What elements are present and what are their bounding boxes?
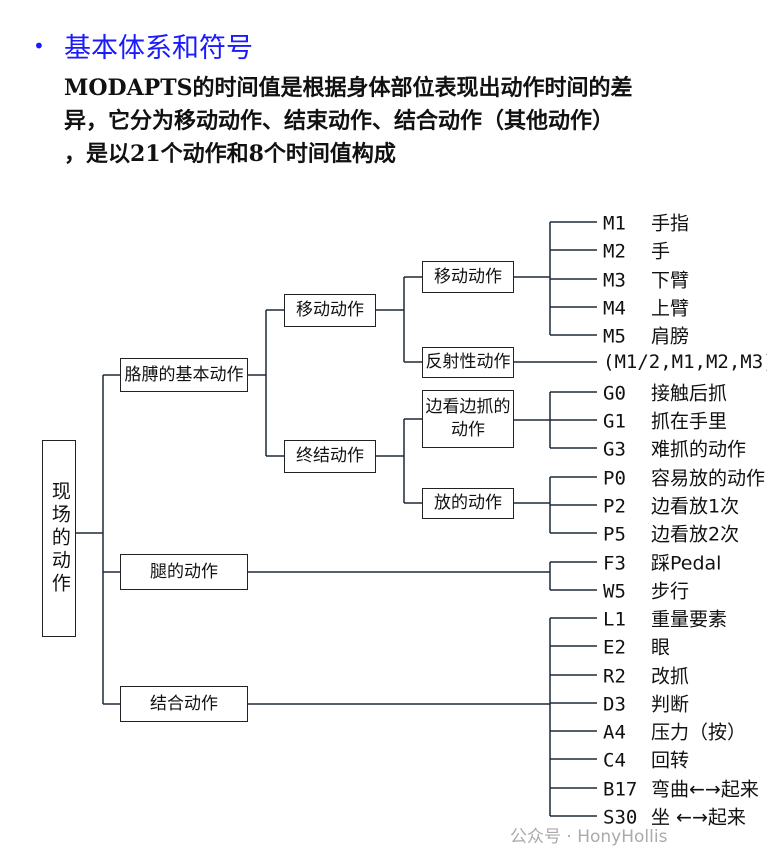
leaf-code: F3 (603, 552, 626, 575)
leaf-label: 接触后抓 (651, 382, 728, 405)
leaf-item: M5 肩膀 (603, 322, 689, 349)
leaf-item: G1 抓在手里 (603, 407, 727, 434)
leaf-label: 弯曲←→起来 (651, 778, 759, 801)
leaf-code: P0 (603, 467, 626, 490)
node-reflex: 反射性动作 (422, 347, 514, 378)
leaf-item: E2 眼 (603, 633, 670, 660)
leaf-code: M1 (603, 212, 626, 235)
paragraph-line: MODAPTS的时间值是根据身体部位表现出动作时间的差 (64, 75, 633, 101)
leaf-code: E2 (603, 636, 626, 659)
leaf-code: S30 (603, 806, 638, 829)
leaf-item: B17 弯曲←→起来 (603, 775, 759, 802)
leaf-code: D3 (603, 693, 626, 716)
leaf-code: G1 (603, 410, 626, 433)
leaf-code: P5 (603, 523, 626, 546)
leaf-code: L1 (603, 608, 626, 631)
paragraph-line: ，是以21个动作和8个时间值构成 (64, 141, 396, 167)
leaf-item: G3 难抓的动作 (603, 435, 746, 462)
leaf-item: S30 坐 ←→起来 (603, 803, 746, 830)
leaf-label: 重量要素 (651, 608, 728, 631)
node-grasp: 边看边抓的动作 (422, 390, 514, 448)
leaf-label: 手指 (651, 212, 690, 235)
leaf-code: A4 (603, 721, 626, 744)
leaf-label: 坐 ←→起来 (651, 806, 746, 829)
watermark: 公众号 · HonyHollis (510, 827, 668, 847)
node-move-sub: 移动动作 (422, 261, 514, 293)
leaf-code: (M1/2,M1,M2,M3) (603, 351, 767, 373)
node-terminal: 终结动作 (284, 440, 376, 473)
leaf-code: M5 (603, 325, 626, 348)
node-move: 移动动作 (284, 294, 376, 327)
leaf-code: G0 (603, 382, 626, 405)
leaf-item: R2 改抓 (603, 662, 689, 689)
slide-title: 基本体系和符号 (64, 33, 253, 64)
leaf-item: M1 手指 (603, 209, 689, 236)
leaf-code: M3 (603, 269, 626, 292)
leaf-label: 判断 (651, 693, 690, 716)
leaf-label: 手 (651, 240, 671, 263)
leaf-label: 改抓 (651, 665, 690, 688)
leaf-label: 步行 (651, 580, 690, 603)
leaf-label: 眼 (651, 636, 671, 659)
leaf-code: P2 (603, 495, 626, 518)
leaf-label: 边看放1次 (651, 495, 740, 518)
leaf-item: M2 手 (603, 237, 670, 264)
leaf-item: W5 步行 (603, 577, 689, 604)
leaf-label: 回转 (651, 749, 690, 772)
leaf-item: C4 回转 (603, 746, 689, 773)
leaf-code: G3 (603, 438, 626, 461)
leaf-item: M3 下臂 (603, 266, 689, 293)
leaf-code: C4 (603, 749, 626, 772)
leaf-code: B17 (603, 778, 638, 801)
leaf-label: 难抓的动作 (651, 438, 747, 461)
leaf-label: 压力（按） (651, 721, 747, 744)
paragraph-line: 异，它分为移动动作、结束动作、结合动作（其他动作） (64, 108, 615, 134)
node-place: 放的动作 (422, 488, 514, 519)
leaf-item: A4 压力（按） (603, 718, 746, 745)
bullet-icon: • (33, 34, 45, 58)
leaf-label: 下臂 (651, 269, 690, 292)
leaf-code: R2 (603, 665, 626, 688)
node-combined: 结合动作 (120, 686, 248, 722)
leaf-item: G0 接触后抓 (603, 379, 727, 406)
leaf-label: 容易放的动作 (651, 467, 766, 490)
leaf-label: 上臂 (651, 297, 690, 320)
leaf-label: 抓在手里 (651, 410, 728, 433)
node-arm-basic: 胳膊的基本动作 (120, 358, 248, 392)
leaf-label: 肩膀 (651, 325, 690, 348)
leaf-item: F3 踩Pedal (603, 549, 721, 576)
leaf-item: D3 判断 (603, 690, 689, 717)
leaf-code: M4 (603, 297, 626, 320)
root-node: 现场的动作 (42, 440, 76, 637)
leaf-label: 踩Pedal (651, 552, 722, 575)
leaf-item: P0 容易放的动作 (603, 464, 765, 491)
leaf-label: 边看放2次 (651, 523, 740, 546)
leaf-item: (M1/2,M1,M2,M3) (603, 351, 767, 373)
leaf-item: M4 上臂 (603, 294, 689, 321)
leaf-item: L1 重量要素 (603, 605, 727, 632)
leaf-code: M2 (603, 240, 626, 263)
node-leg: 腿的动作 (120, 554, 248, 590)
leaf-code: W5 (603, 580, 626, 603)
leaf-item: P2 边看放1次 (603, 492, 739, 519)
leaf-item: P5 边看放2次 (603, 520, 739, 547)
